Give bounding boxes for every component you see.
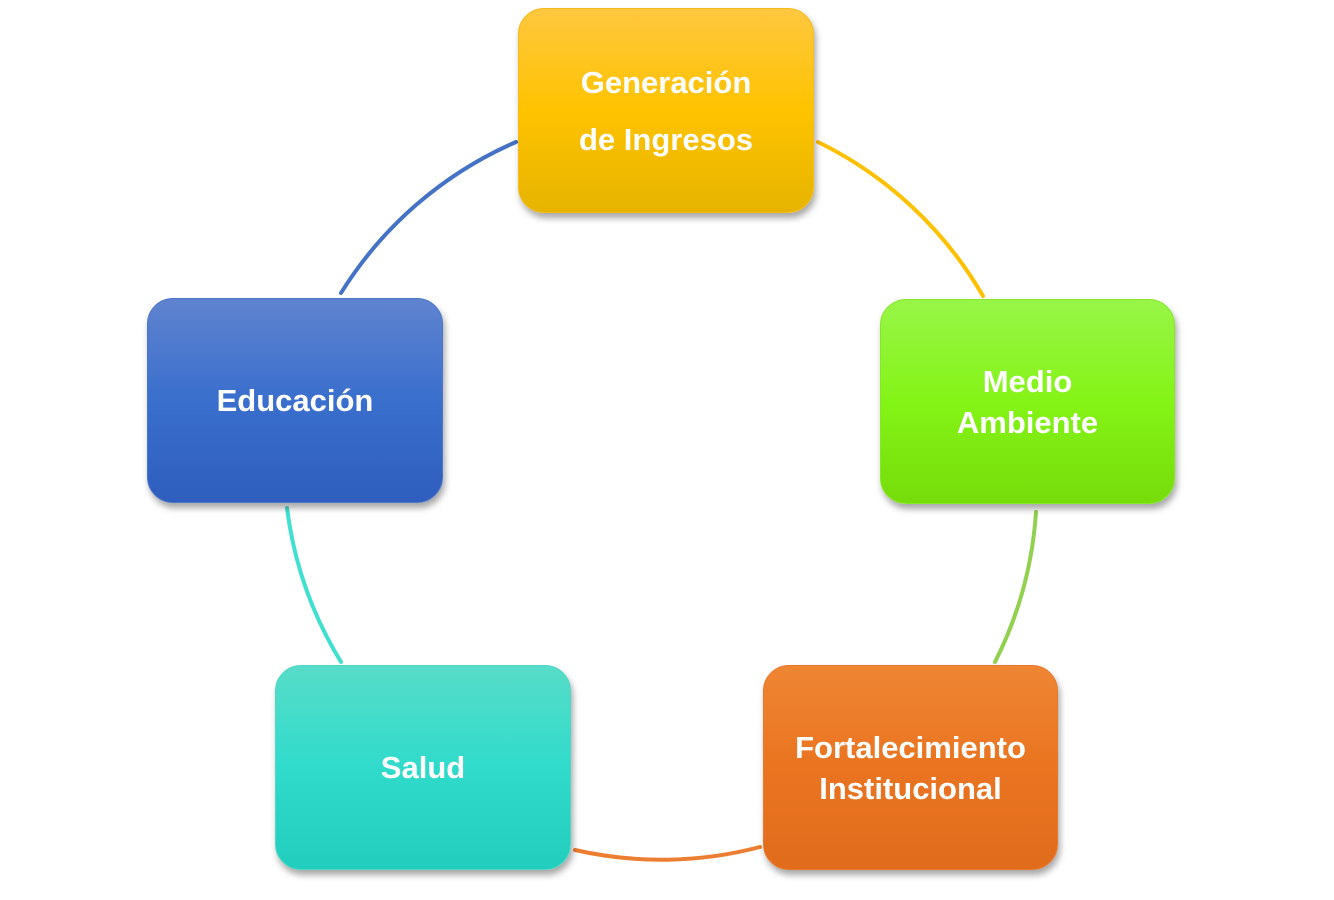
connector-salud-educacion bbox=[285, 506, 343, 664]
connector-medio-fortalecimiento bbox=[993, 510, 1038, 664]
node-educacion: Educación bbox=[147, 298, 443, 503]
connector-educacion-generacion bbox=[339, 140, 518, 295]
node-generacion-de-ingresos: Generación de Ingresos bbox=[518, 8, 814, 213]
node-salud: Salud bbox=[275, 665, 571, 870]
node-medio-ambiente: Medio Ambiente bbox=[880, 299, 1175, 504]
node-educacion-label: Educación bbox=[216, 382, 374, 418]
node-fortalecimiento-line2: Institucional bbox=[819, 770, 1002, 806]
node-fortalecimiento-line1: Fortalecimiento bbox=[795, 729, 1026, 765]
node-generacion-line2: de Ingresos bbox=[579, 121, 753, 157]
node-generacion-line1: Generación bbox=[580, 64, 752, 100]
connector-fortalecimiento-salud bbox=[573, 845, 762, 862]
connector-generacion-medio bbox=[816, 140, 985, 298]
node-medio-line2: Ambiente bbox=[956, 404, 1099, 440]
node-salud-label: Salud bbox=[380, 749, 466, 785]
node-medio-line1: Medio bbox=[982, 363, 1073, 399]
node-fortalecimiento-institucional: Fortalecimiento Institucional bbox=[763, 665, 1058, 870]
